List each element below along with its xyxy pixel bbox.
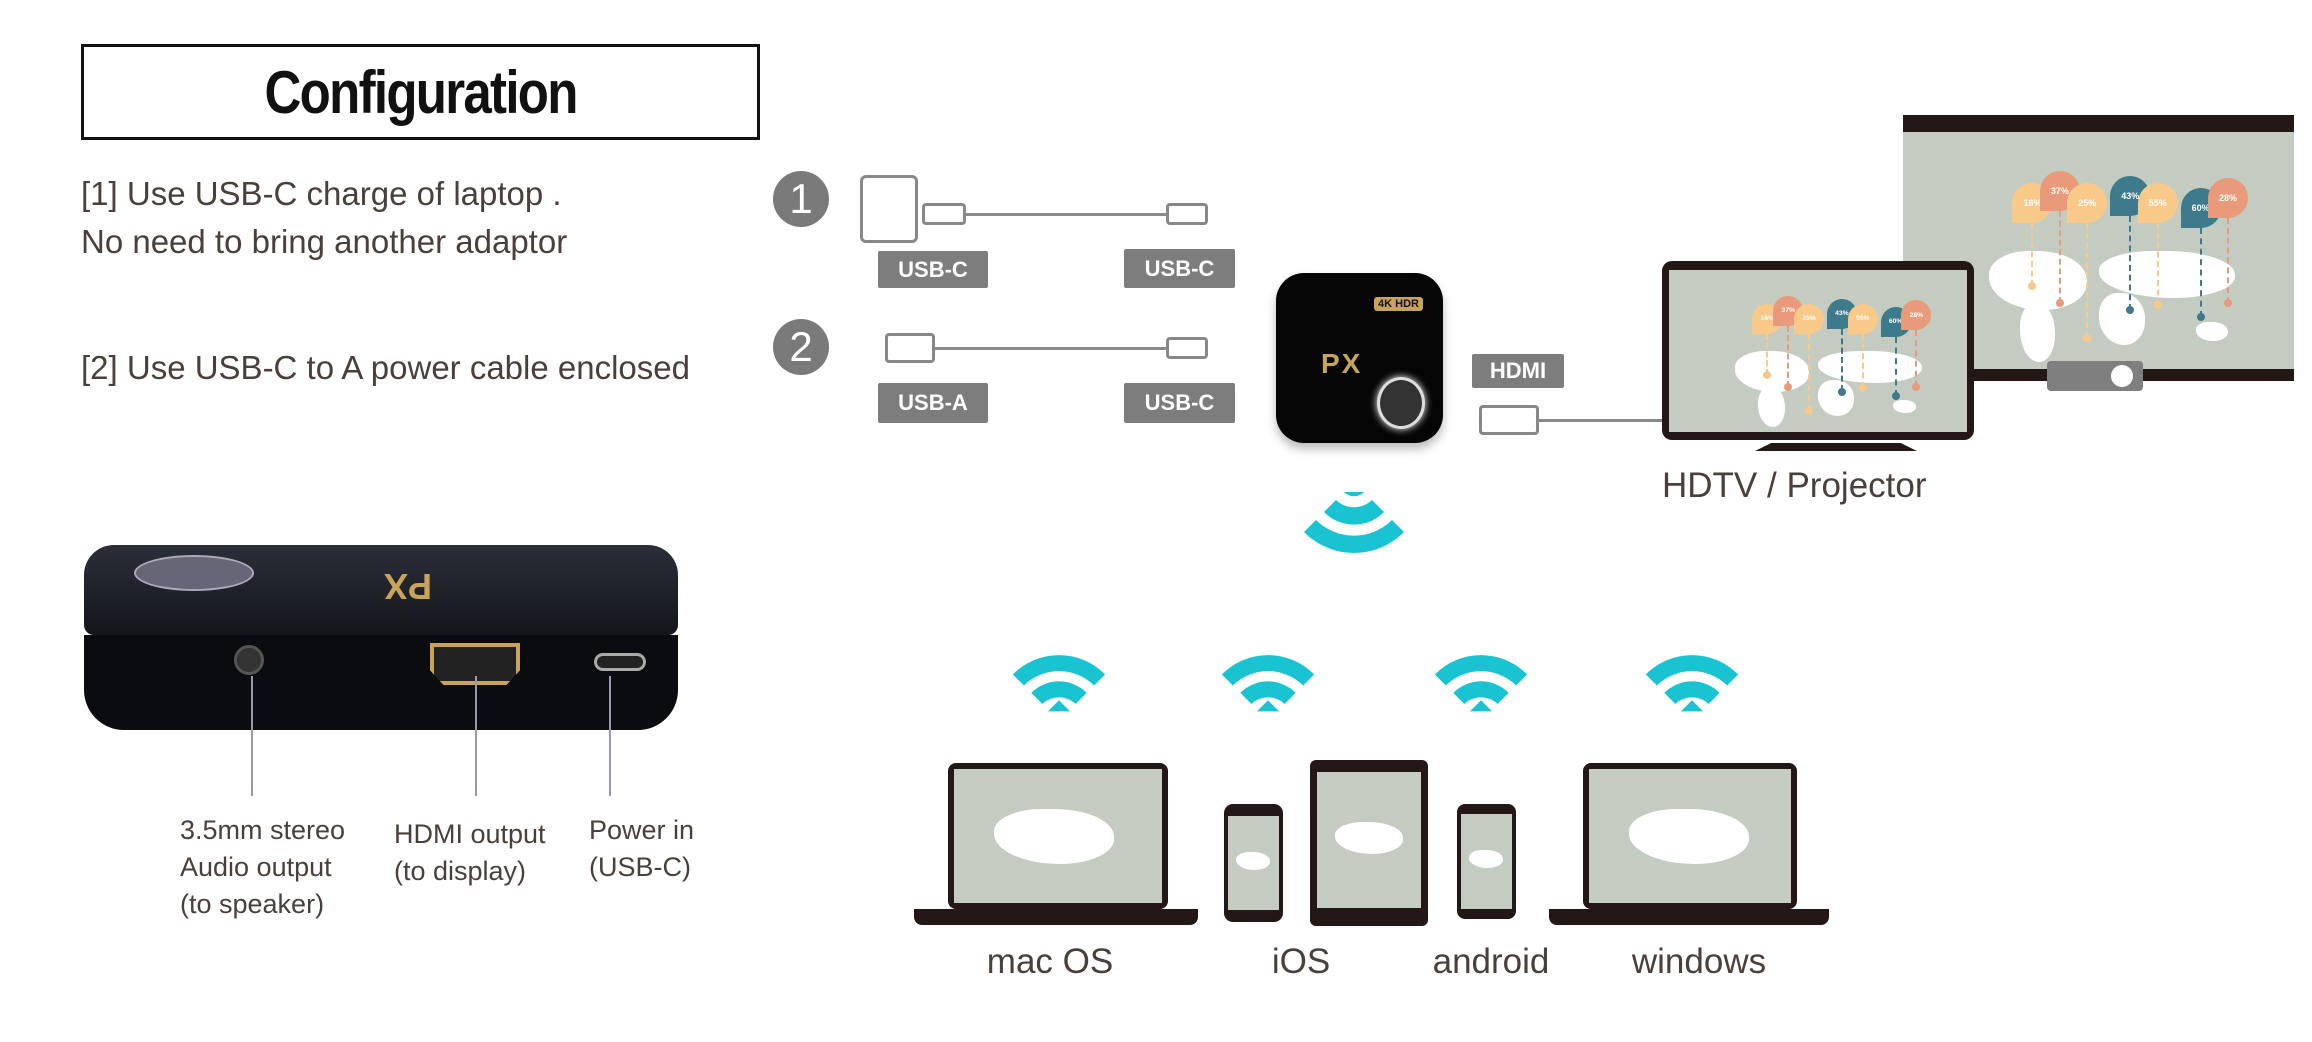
map-pin: 28%	[1901, 300, 1932, 331]
usb-c-label: USB-C	[878, 251, 988, 288]
label-windows: windows	[1631, 942, 1767, 981]
audio-port	[234, 645, 264, 675]
instruction-1-cont: No need to bring another adaptor	[81, 223, 568, 260]
label-android: android	[1432, 942, 1550, 981]
callout-line	[251, 676, 253, 796]
map-pin: 55%	[2137, 183, 2178, 224]
brand-logo: PX	[1321, 348, 1363, 379]
projected-map: 16%37%25%43%55%60%28%	[1903, 132, 2294, 369]
projector-screen: 16%37%25%43%55%60%28%	[1903, 115, 2294, 381]
hdmi-plug-icon	[1479, 405, 1539, 435]
usb-a-plug-icon	[885, 333, 935, 363]
device-side-photo: PX	[84, 545, 678, 730]
cable-1	[966, 213, 1166, 216]
usb-c-label: USB-C	[1124, 249, 1235, 288]
instruction-2: [2] Use USB-C to A power cable enclosed	[81, 349, 690, 386]
usb-c-plug-icon	[1166, 337, 1208, 359]
usb-c-label: USB-C	[1124, 383, 1235, 423]
map-pin: 25%	[2067, 183, 2108, 224]
map-pin: 28%	[2207, 178, 2248, 219]
power-adapter-icon	[860, 175, 918, 243]
hdtv: 16%37%25%43%55%60%28%	[1662, 261, 1974, 440]
map-pin: 25%	[1794, 303, 1825, 334]
ipad	[1310, 760, 1428, 926]
macbook-base	[914, 909, 1198, 925]
iphone	[1224, 804, 1283, 922]
usb-c-plug-icon	[922, 203, 966, 225]
wifi-icon	[1645, 655, 1739, 712]
step-1-badge: 1	[773, 171, 829, 227]
display-label: HDTV / Projector	[1662, 466, 1927, 505]
callout-line	[609, 676, 611, 796]
hdmi-cable	[1539, 419, 1663, 422]
wifi-icon	[1434, 655, 1528, 712]
map-pin: 55%	[1847, 303, 1878, 334]
hdmi-port-label: HDMI output(to display)	[394, 819, 546, 886]
windows-laptop	[1583, 763, 1797, 909]
wifi-icon	[1304, 492, 1404, 554]
tv-stand	[1755, 443, 1917, 451]
callout-line	[475, 676, 477, 796]
usb-c-port	[594, 653, 646, 671]
wifi-icon	[1221, 655, 1315, 712]
px-device: 4K HDR PX	[1276, 273, 1443, 443]
android-phone	[1457, 804, 1516, 919]
title-box: Configuration	[81, 44, 760, 140]
device-button	[1377, 377, 1425, 429]
label-ios: iOS	[1271, 942, 1331, 981]
label-mac-os: mac OS	[986, 942, 1114, 981]
windows-laptop-base	[1549, 909, 1829, 925]
cable-2	[935, 347, 1166, 350]
step-2-badge: 2	[773, 319, 829, 375]
usb-c-plug-icon	[1166, 203, 1208, 225]
power-port-label: Power in(USB-C)	[589, 815, 695, 882]
wifi-icon	[1012, 655, 1106, 712]
macbook	[948, 763, 1168, 909]
usb-a-label: USB-A	[878, 383, 988, 423]
4k-hdr-badge: 4K HDR	[1374, 297, 1423, 311]
hdmi-label: HDMI	[1472, 354, 1564, 388]
projector-icon	[2047, 361, 2143, 391]
instruction-1: [1] Use USB-C charge of laptop .	[81, 175, 562, 212]
tv-map: 16%37%25%43%55%60%28%	[1669, 270, 1967, 432]
page-title: Configuration	[264, 58, 578, 126]
